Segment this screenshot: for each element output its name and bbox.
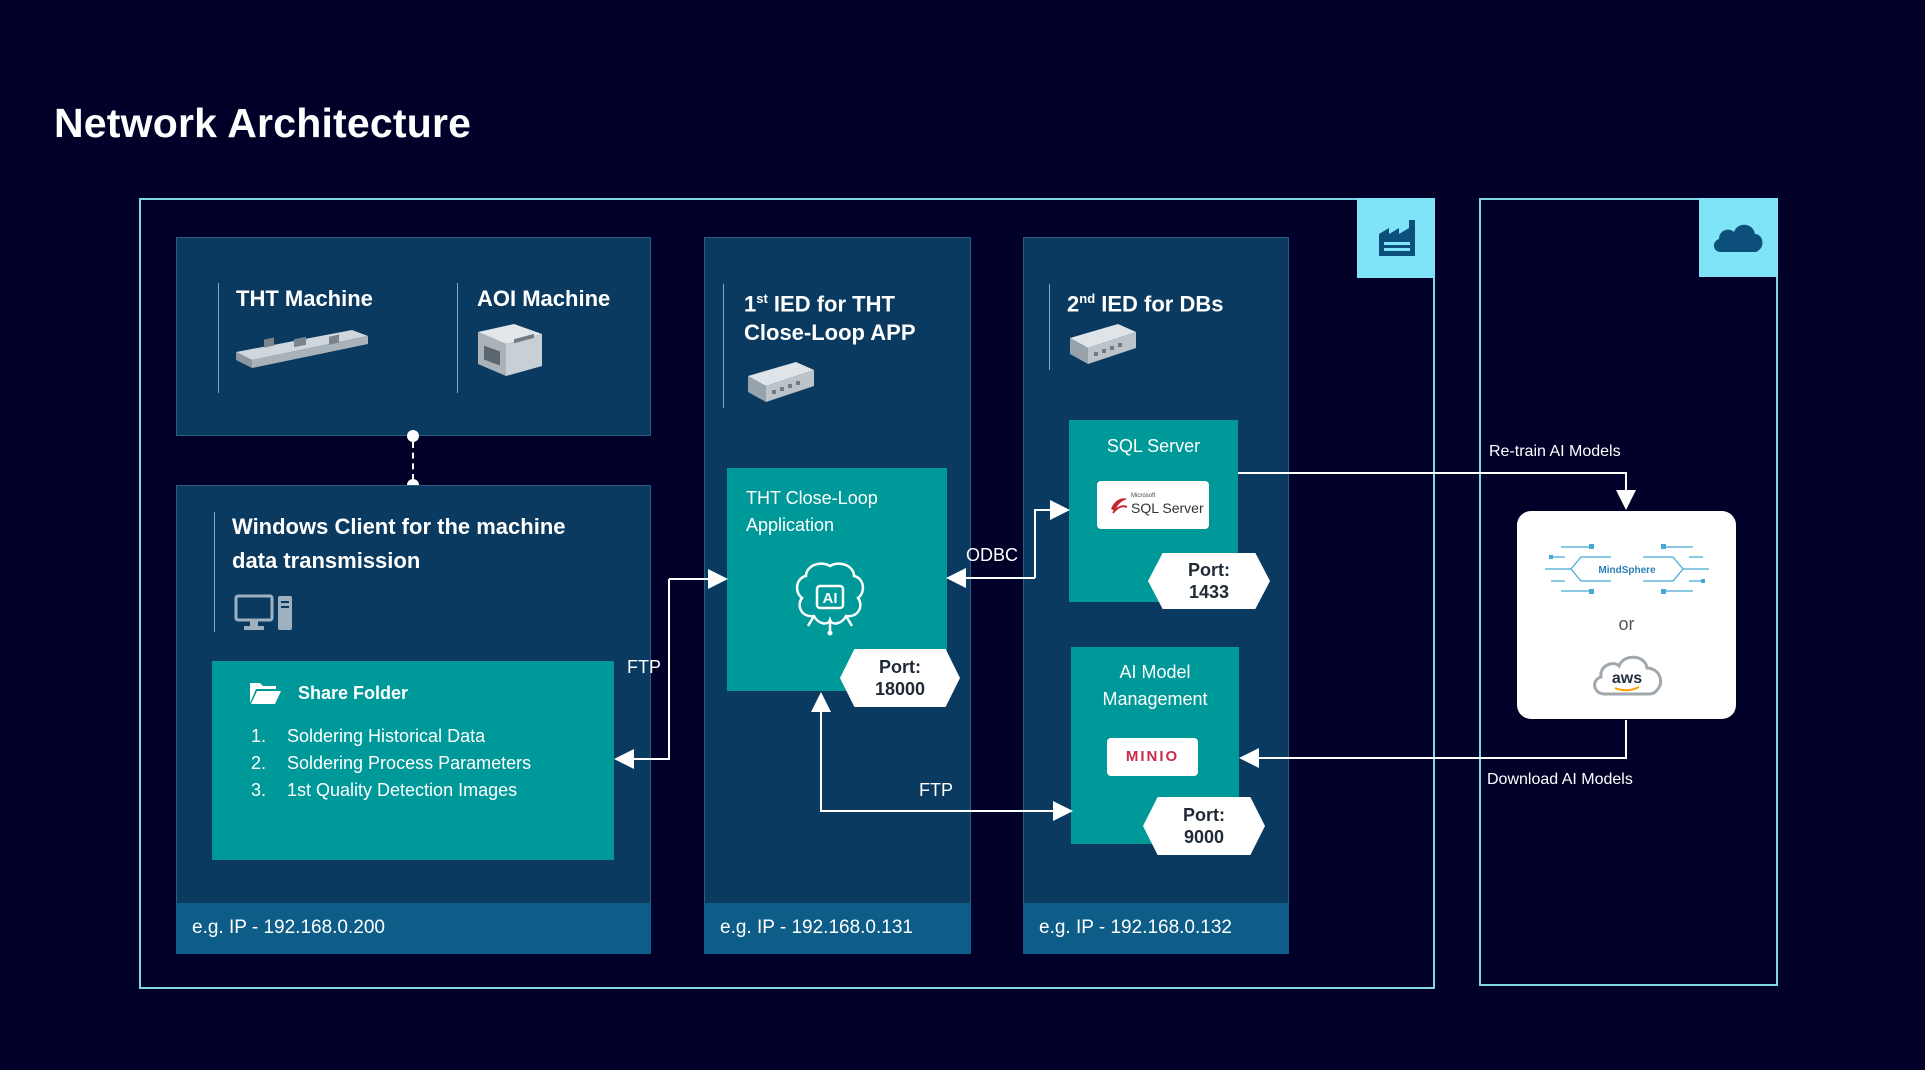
ai-badge-text: AI (823, 590, 838, 607)
app-label-line1: THT Close-Loop (746, 488, 878, 508)
windows-client-ip: e.g. IP - 192.168.0.200 (176, 903, 651, 954)
sql-server-logo-icon (1111, 498, 1128, 514)
share-folder-title: Share Folder (298, 683, 409, 703)
odbc-label: ODBC (966, 545, 1019, 565)
cloud-services-box (1517, 511, 1736, 719)
app-label-line2: Application (746, 515, 835, 535)
aoi-divider (457, 283, 458, 393)
ied2-title-sup: nd (1079, 291, 1096, 306)
ied2-title-prefix: 2 (1067, 291, 1080, 317)
windows-client-title-line2: data transmission (232, 548, 421, 573)
ied1-device-image (748, 362, 814, 402)
page-title: Network Architecture (54, 100, 472, 146)
ied1-title-sup: st (756, 291, 768, 306)
ied1-port-label: Port: (879, 657, 921, 677)
ied1-title-rest: IED for THT (767, 291, 895, 317)
sql-server-logo: Microsoft SQL Server (1097, 481, 1209, 529)
ied2-device-image (1070, 324, 1136, 364)
retrain-label: Re-train AI Models (1489, 443, 1621, 460)
cloud-icon (1713, 224, 1763, 252)
ied1-divider (723, 284, 724, 408)
factory-icon (1379, 220, 1415, 256)
odbc-arrow-right (1034, 500, 1070, 578)
ftp-left-label: FTP (627, 657, 661, 677)
ied1-ip: e.g. IP - 192.168.0.131 (704, 903, 971, 954)
ied1-title-line1: 1st IED for THT (744, 282, 895, 321)
ied2-ip: e.g. IP - 192.168.0.132 (1023, 903, 1289, 954)
ied1-port-badge: Port: 18000 (840, 649, 960, 707)
ied2-title: 2nd IED for DBs (1067, 282, 1224, 321)
folder-icon (250, 683, 281, 704)
sql-logo-small: Microsoft (1131, 493, 1156, 499)
windows-client-title-line1: Windows Client for the machine (232, 514, 566, 539)
ied1-port-value: 18000 (874, 679, 926, 699)
aoi-machine-image (478, 324, 542, 376)
factory-icon-box (1357, 198, 1435, 278)
sql-port-badge: Port: 1433 (1148, 553, 1270, 609)
aoi-machine-label: AOI Machine (477, 286, 611, 311)
ai-brain-icon: AI (795, 562, 865, 636)
download-arrow (1239, 720, 1627, 768)
ied1-title-line2: Close-Loop APP (744, 320, 916, 345)
ied2-divider (1049, 284, 1050, 370)
minio-port-label: Port: (1183, 805, 1225, 825)
sql-server-label: SQL Server (1106, 436, 1201, 456)
ied1-title-prefix: 1 (744, 291, 757, 317)
sql-port-label: Port: (1188, 560, 1230, 580)
machine-panel (176, 237, 651, 436)
share-item-1-text: Soldering Historical Data (287, 726, 486, 746)
factory-frame (139, 198, 1435, 989)
share-item-2-num: 2. (251, 753, 267, 773)
ied2-title-rest: IED for DBs (1095, 291, 1224, 317)
dotted-line (412, 442, 414, 480)
mindsphere-text: MindSphere (1598, 565, 1656, 576)
dot-top (407, 430, 419, 442)
sql-logo-text: SQL Server (1131, 500, 1204, 516)
cloud-frame (1479, 198, 1778, 986)
retrain-arrow (1238, 472, 1636, 510)
share-item-1-num: 1. (251, 726, 267, 746)
minio-logo: MINIO (1107, 738, 1198, 776)
ftp-bottom-up (811, 692, 955, 812)
share-item-3-text: 1st Quality Detection Images (287, 780, 518, 800)
share-item-3-num: 3. (251, 780, 267, 800)
windows-divider (214, 512, 215, 632)
minio-port-badge: Port: 9000 (1143, 797, 1265, 855)
minio-logo-text: MINIO (1125, 748, 1180, 765)
share-item-2-text: Soldering Process Parameters (287, 753, 532, 773)
aws-text: aws (1612, 670, 1642, 687)
computer-icon (234, 594, 292, 630)
or-label: or (1618, 614, 1635, 634)
tht-machine-label: THT Machine (236, 286, 373, 311)
mindsphere-logo: MindSphere (1545, 544, 1709, 594)
tht-divider (218, 283, 219, 393)
ftp-bottom-label: FTP (919, 780, 953, 800)
cloud-icon-box (1699, 198, 1778, 277)
minio-port-value: 9000 (1183, 827, 1225, 847)
ftp-left-line (614, 579, 670, 769)
ai-mgmt-label-line1: AI Model (1119, 662, 1191, 682)
download-label: Download AI Models (1487, 771, 1633, 788)
aws-cloud-logo: aws (1593, 655, 1663, 696)
tht-machine-image (236, 330, 368, 368)
ai-mgmt-label-line2: Management (1102, 689, 1208, 709)
sql-port-value: 1433 (1188, 582, 1230, 602)
